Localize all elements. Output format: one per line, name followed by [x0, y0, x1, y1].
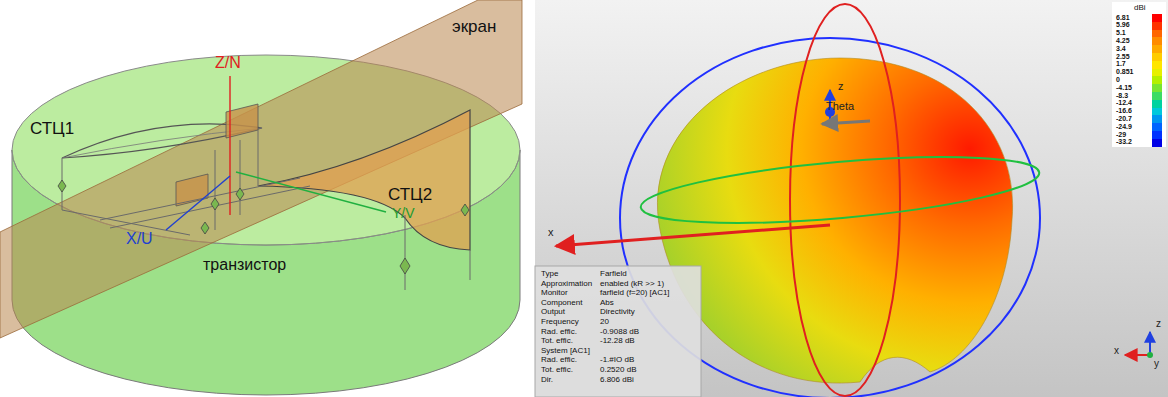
part-name: СТЦ1: [30, 120, 74, 139]
farfield-plot: [535, 0, 1168, 397]
table-cell: Tot. effic.: [541, 337, 573, 346]
scale-value: 3.4: [1116, 45, 1126, 53]
table-cell: -1.#IO dB: [600, 356, 634, 365]
table-cell: 0.2520 dB: [600, 366, 636, 375]
axis-label: x: [548, 226, 554, 238]
table-cell: Monitor: [541, 289, 568, 298]
table-cell: Output: [541, 308, 565, 317]
axis-label: z: [838, 80, 844, 92]
antenna-model: [0, 0, 522, 395]
table-cell: Rad. effic.: [541, 356, 577, 365]
table-cell: Approximation: [541, 280, 592, 289]
part-name: экран: [452, 18, 496, 37]
scale-value: 5.1: [1116, 29, 1126, 37]
table-cell: 20: [600, 318, 609, 327]
scale-value: 5.96: [1116, 21, 1130, 29]
scale-value: -4.15: [1116, 84, 1132, 92]
scale-value: 6.81: [1116, 14, 1130, 22]
axis-label: Y/V: [392, 206, 415, 221]
angle-label: Theta: [826, 100, 854, 112]
table-cell: Component: [541, 299, 582, 308]
table-cell: 6.806 dBi: [600, 376, 634, 385]
scale-value: -16.6: [1116, 107, 1132, 115]
table-cell: System [AC1]: [541, 347, 590, 356]
table-cell: -12.28 dB: [600, 337, 635, 346]
part-name: СТЦ2: [388, 186, 432, 205]
axis-label: X/U: [126, 230, 153, 248]
scale-value: 0.851: [1116, 68, 1134, 76]
unit-label: dBi: [1134, 4, 1146, 13]
table-cell: Tot. effic.: [541, 366, 573, 375]
table-cell: Directivity: [600, 308, 635, 317]
scale-value: -33.2: [1116, 138, 1132, 146]
scale-value: 1.7: [1116, 60, 1126, 68]
scale-value: -29: [1116, 131, 1126, 139]
scale-value: -24.9: [1116, 123, 1132, 131]
table-cell: Type: [541, 270, 558, 279]
axis-label: x: [1114, 345, 1119, 356]
scale-value: -8.3: [1116, 92, 1128, 100]
part-name: транзистор: [203, 256, 286, 274]
table-cell: Farfield: [600, 270, 627, 279]
axis-label: y: [1154, 358, 1159, 369]
table-cell: Rad. effic.: [541, 328, 577, 337]
table-cell: Frequency: [541, 318, 579, 327]
axis-label: z: [1156, 318, 1161, 329]
scale-value: 2.55: [1116, 53, 1130, 61]
table-cell: Abs: [600, 299, 614, 308]
scale-value: 0: [1116, 76, 1120, 84]
scale-value: -20.7: [1116, 115, 1132, 123]
axis-label: Z/N: [215, 54, 241, 72]
scale-swatch: [1152, 139, 1162, 147]
scale-value: 4.25: [1116, 37, 1130, 45]
table-cell: -0.9088 dB: [600, 328, 639, 337]
scale-value: -12.4: [1116, 99, 1132, 107]
table-cell: enabled (kR >> 1): [600, 280, 664, 289]
table-cell: Dir.: [541, 376, 553, 385]
table-cell: farfield (f=20) [AC1]: [600, 289, 670, 298]
